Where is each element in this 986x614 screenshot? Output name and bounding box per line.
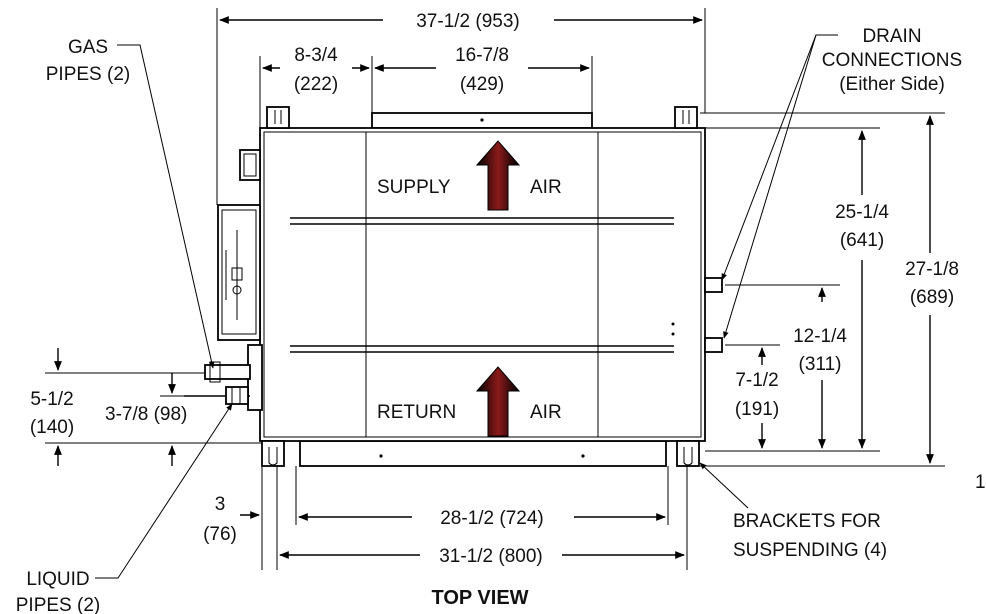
dim-upper-depth-in: 25-1/4 xyxy=(835,202,889,223)
dim-overall-width xyxy=(216,8,706,205)
gas-pipes-label-line2: PIPES (2) xyxy=(46,64,130,85)
drain-label-line3: (Either Side) xyxy=(839,74,945,95)
dim-gas-height xyxy=(45,348,262,466)
drain-leader-lower xyxy=(723,34,817,339)
suspension-brackets xyxy=(261,106,700,467)
dim-left-offset-mm: (222) xyxy=(294,74,338,95)
supply-air-label: AIR xyxy=(530,177,562,198)
dim-upper-depth xyxy=(705,127,880,452)
drain-label-line1: DRAIN xyxy=(862,26,921,47)
dim-left-offset xyxy=(259,56,373,128)
cut-off-dimension: 1 xyxy=(975,472,986,493)
dim-upper-depth-mm: (641) xyxy=(840,230,884,251)
liquid-pipes-label-line1: LIQUID xyxy=(26,569,89,590)
supply-label: SUPPLY xyxy=(377,177,451,198)
supply-air-arrow-icon xyxy=(475,140,521,211)
dim-drain-low-mm: (191) xyxy=(735,399,779,420)
return-label: RETURN xyxy=(377,402,456,423)
gas-pipes-leader xyxy=(117,44,215,369)
dim-drain-high-mm: (311) xyxy=(799,354,842,375)
brackets-label-line1: BRACKETS FOR xyxy=(733,511,881,532)
drain-connections xyxy=(704,277,723,353)
dim-liquid-height-text: 3-7/8 (98) xyxy=(105,404,187,425)
return-air-label: AIR xyxy=(530,402,562,423)
dim-liquid-height xyxy=(160,373,184,466)
dim-total-depth-in: 27-1/8 xyxy=(905,259,959,280)
dim-left-offset-in: 8-3/4 xyxy=(294,45,338,66)
drain-label-line2: CONNECTIONS xyxy=(822,50,962,71)
dim-total-depth-mm: (689) xyxy=(910,287,954,308)
brackets-leader xyxy=(699,462,749,509)
dim-bracket-width xyxy=(279,466,688,570)
liquid-pipes-label-line2: PIPES (2) xyxy=(16,595,100,614)
drain-leader-upper xyxy=(721,34,838,281)
dim-drain-low xyxy=(725,344,780,449)
return-air-arrow-icon xyxy=(475,366,521,437)
control-box xyxy=(217,149,261,341)
unit-body xyxy=(259,112,706,467)
refrigerant-pipes xyxy=(184,344,263,411)
dim-bracket-width-text: 31-1/2 (800) xyxy=(439,546,543,567)
view-title: TOP VIEW xyxy=(431,587,528,609)
dim-total-depth xyxy=(700,112,945,467)
dim-center-span-mm: (429) xyxy=(460,74,504,95)
dim-gas-height-mm: (140) xyxy=(30,417,74,438)
dim-inner-width-text: 28-1/2 (724) xyxy=(440,508,544,529)
dim-drain-high xyxy=(725,284,840,449)
dim-gas-height-in: 5-1/2 xyxy=(30,389,73,410)
dim-center-span xyxy=(374,56,593,113)
dim-bracket-offset xyxy=(240,466,278,570)
dim-bracket-offset-mm: (76) xyxy=(203,524,237,545)
dim-bracket-offset-in: 3 xyxy=(215,494,226,515)
liquid-pipes-leader xyxy=(95,403,233,579)
dim-inner-width xyxy=(295,466,669,525)
dim-drain-high-in: 12-1/4 xyxy=(793,326,847,347)
brackets-label-line2: SUSPENDING (4) xyxy=(733,540,887,561)
cabinet xyxy=(259,127,706,442)
dim-overall-width-text: 37-1/2 (953) xyxy=(416,11,520,32)
dim-center-span-in: 16-7/8 xyxy=(455,45,509,66)
dim-drain-low-in: 7-1/2 xyxy=(735,370,778,391)
return-flange xyxy=(299,440,667,467)
gas-pipes-label-line1: GAS xyxy=(68,37,108,58)
